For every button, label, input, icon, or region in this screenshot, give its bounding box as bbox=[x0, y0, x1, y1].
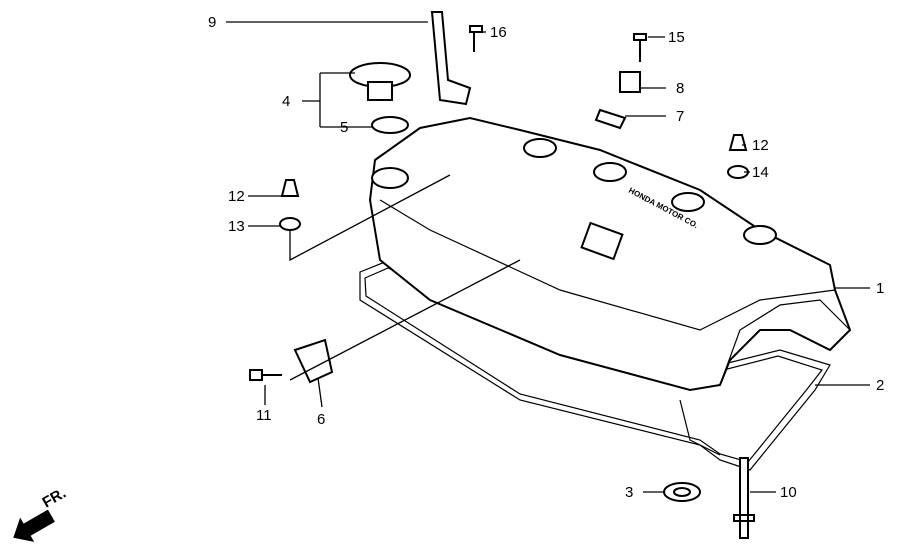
callout-14: 14 bbox=[752, 164, 769, 181]
callout-1: 1 bbox=[876, 280, 884, 297]
callout-10: 10 bbox=[780, 484, 797, 501]
callout-16: 16 bbox=[490, 24, 507, 41]
bracket bbox=[430, 11, 472, 106]
callout-12-left: 12 bbox=[228, 188, 245, 205]
callout-7: 7 bbox=[676, 108, 684, 125]
callout-11: 11 bbox=[256, 407, 272, 424]
breather-clamp bbox=[293, 338, 334, 384]
callout-13: 13 bbox=[228, 218, 245, 235]
front-direction-arrow-icon bbox=[13, 509, 55, 542]
stud-bolt bbox=[733, 457, 755, 539]
callout-15: 15 bbox=[668, 29, 685, 46]
callout-3: 3 bbox=[625, 484, 633, 501]
callout-9: 9 bbox=[208, 14, 216, 31]
honda-logo bbox=[580, 221, 624, 261]
callout-8: 8 bbox=[676, 80, 684, 97]
cap-seal bbox=[371, 116, 409, 134]
callout-4: 4 bbox=[282, 93, 290, 110]
callout-12-right: 12 bbox=[752, 137, 769, 154]
callout-6: 6 bbox=[317, 411, 325, 428]
callout-5: 5 bbox=[340, 119, 348, 136]
callout-2: 2 bbox=[876, 377, 884, 394]
front-direction-label: FR. bbox=[40, 485, 69, 512]
